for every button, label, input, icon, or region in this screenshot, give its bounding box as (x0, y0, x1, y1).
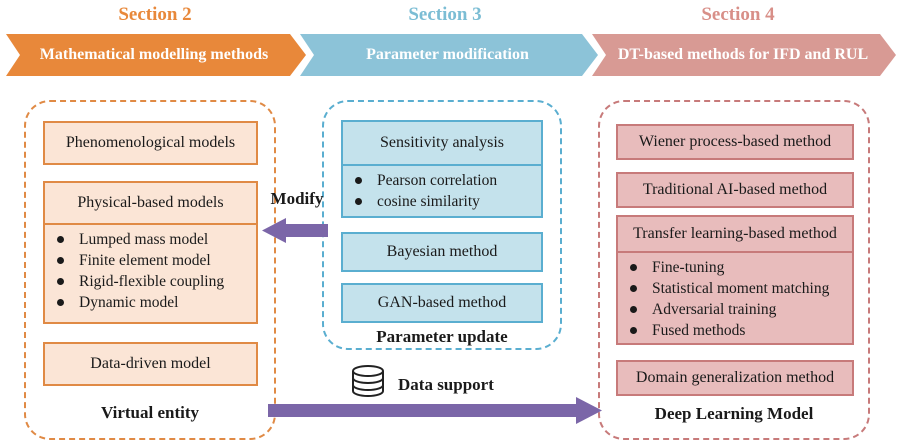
database-icon (352, 365, 384, 397)
section-2-heading: Section 2 (118, 4, 192, 25)
banner-label-section-2: Mathematical modelling methods (39, 46, 269, 63)
section-4-heading: Section 4 (701, 4, 775, 25)
traditional-ai-method-box: Traditional AI-based method (616, 172, 854, 208)
banner-label-section-3: Parameter modification (366, 46, 529, 63)
list-item: Statistical moment matching (630, 278, 852, 299)
bayesian-method-box: Bayesian method (341, 232, 543, 272)
list-item: Dynamic model (57, 292, 256, 313)
banner-label-section-4: DT-based methods for IFD and RUL (617, 46, 869, 63)
data-support-arrow (268, 397, 602, 424)
modify-arrow (262, 218, 328, 243)
virtual-entity-panel (24, 100, 276, 440)
banner-section-2 (6, 34, 306, 76)
list-item: Lumped mass model (57, 229, 256, 250)
deep-learning-model-panel (598, 100, 870, 440)
data-driven-model-box: Data-driven model (43, 342, 258, 386)
domain-generalization-method-box: Domain generalization method (616, 360, 854, 396)
parameter-update-caption: Parameter update (376, 327, 508, 346)
section-banners (6, 34, 896, 76)
list-item: cosine similarity (355, 191, 541, 212)
gan-based-method-box: GAN-based method (341, 283, 543, 323)
list-item: Fused methods (630, 320, 852, 341)
list-item: Finite element model (57, 250, 256, 271)
list-item: Adversarial training (630, 299, 852, 320)
data-support-label: Data support (398, 375, 494, 394)
deep-learning-model-caption: Deep Learning Model (654, 404, 814, 423)
banner-section-3 (300, 34, 598, 76)
list-item: Fine-tuning (630, 257, 852, 278)
sensitivity-methods-list: Pearson correlation cosine similarity (341, 164, 543, 218)
list-item: Rigid-flexible coupling (57, 271, 256, 292)
section-3-heading: Section 3 (408, 4, 482, 25)
phenomenological-models-box: Phenomenological models (43, 121, 258, 165)
transfer-learning-methods-list: Fine-tuning Statistical moment matching … (616, 251, 854, 345)
physical-models-list: Lumped mass model Finite element model R… (43, 223, 258, 324)
banner-section-4 (592, 34, 896, 76)
wiener-process-method-box: Wiener process-based method (616, 124, 854, 160)
list-item: Pearson correlation (355, 170, 541, 191)
modify-label: Modify (270, 189, 324, 208)
virtual-entity-caption: Virtual entity (100, 403, 200, 422)
